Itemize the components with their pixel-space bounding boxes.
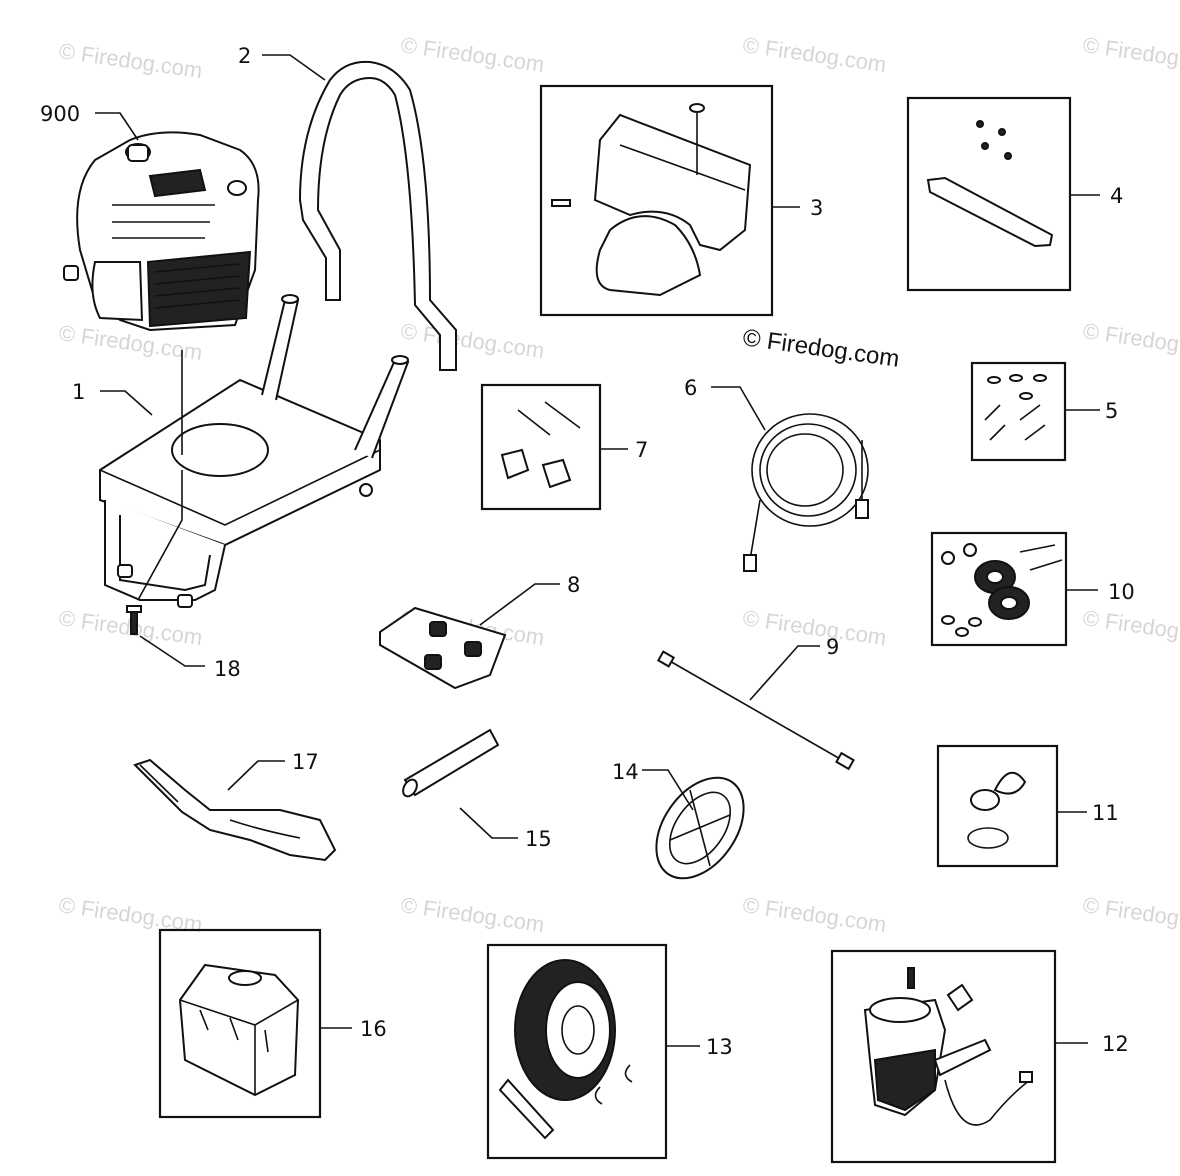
- part-13-wheel: [498, 959, 633, 1140]
- callout-8: 8: [567, 573, 580, 597]
- part-6-hose: [743, 413, 869, 572]
- callout-3: 3: [810, 196, 823, 220]
- part-1-frame: [99, 294, 410, 608]
- part-9-lance: [656, 650, 855, 771]
- part-16-tank: [178, 963, 300, 1097]
- box-part-3: [539, 84, 774, 317]
- watermark: © Firedog.com: [741, 892, 888, 937]
- callout-11: 11: [1092, 801, 1119, 825]
- callout-13: 13: [706, 1035, 733, 1059]
- callout-5: 5: [1105, 399, 1118, 423]
- callout-12: 12: [1102, 1032, 1129, 1056]
- box-part-10: [930, 531, 1068, 647]
- watermark: © Firedog.com: [1081, 32, 1180, 77]
- box-part-11: [936, 744, 1059, 868]
- callout-4: 4: [1110, 184, 1123, 208]
- callout-14: 14: [612, 760, 639, 784]
- watermark: © Firedog.com: [57, 38, 204, 83]
- callout-9: 9: [826, 635, 839, 659]
- callout-2: 2: [238, 44, 251, 68]
- watermark-prominent: © Firedog.com: [741, 324, 901, 373]
- callout-17: 17: [292, 750, 319, 774]
- callout-15: 15: [525, 827, 552, 851]
- watermark: © Firedog.com: [741, 32, 888, 77]
- callout-10: 10: [1108, 580, 1135, 604]
- watermark: © Firedog.com: [399, 32, 546, 77]
- box-part-16: [158, 928, 322, 1119]
- part-15-wand: [402, 728, 500, 798]
- callout-18: 18: [214, 657, 241, 681]
- callout-labels: 900 1 2 3 4 5 6 7 8 9 10 11 12 13 14 15 …: [40, 44, 1135, 1059]
- box-part-5: [970, 361, 1067, 462]
- part-14-screen: [655, 776, 745, 880]
- callout-6: 6: [684, 376, 697, 400]
- part-8-nozzle-bag: [379, 606, 507, 690]
- box-part-12: [830, 949, 1057, 1164]
- callout-7: 7: [635, 438, 648, 462]
- watermark: © Firedog.com: [1081, 605, 1180, 650]
- part-5-hardware: [984, 374, 1047, 441]
- box-part-7: [480, 383, 602, 511]
- part-900-engine: [63, 131, 260, 332]
- watermark: © Firedog.com: [1081, 318, 1180, 363]
- callout-16: 16: [360, 1017, 387, 1041]
- part-10-bearings: [941, 543, 1063, 637]
- leader-lines: [95, 54, 1100, 1047]
- callout-1: 1: [72, 380, 85, 404]
- part-11-seals: [967, 771, 1027, 849]
- part-18-screw: [126, 605, 142, 635]
- part-17-gun: [133, 758, 337, 862]
- part-12-pump: [863, 967, 1033, 1126]
- watermark: © Firedog.com: [1081, 892, 1180, 937]
- part-3-bracket: [551, 103, 752, 297]
- part-7-bolts: [500, 401, 581, 489]
- watermark: © Firedog.com: [399, 892, 546, 937]
- box-part-4: [906, 96, 1072, 292]
- watermark: © Firedog.com: [399, 318, 546, 363]
- callout-900: 900: [40, 102, 80, 126]
- part-4-kit: [926, 120, 1054, 248]
- watermark: © Firedog.com: [741, 605, 888, 650]
- box-part-13: [486, 943, 668, 1160]
- part-2-handle: [298, 60, 457, 371]
